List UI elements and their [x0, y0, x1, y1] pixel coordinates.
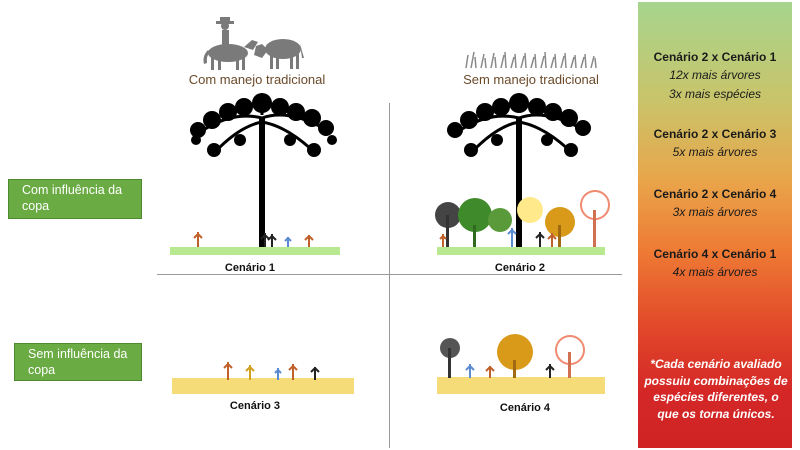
- column-label-traditional: Com manejo tradicional: [188, 72, 326, 87]
- comparison-block: Cenário 2 x Cenário 4 3x mais árvores: [638, 185, 792, 222]
- ground-strip: [437, 247, 605, 255]
- sapling-icon: [440, 334, 585, 378]
- ground-strip: [437, 377, 605, 394]
- sapling-icon: [435, 190, 610, 247]
- ground-strip: [172, 378, 354, 394]
- footnote: *Cada cenário avaliado possuiu combinaçõ…: [644, 357, 788, 421]
- sapling-icon: [223, 362, 320, 380]
- row-label-without-canopy: Sem influência da copa: [14, 343, 142, 381]
- ground-strip: [170, 247, 340, 255]
- comparison-block: Cenário 2 x Cenário 1 12x mais árvores 3…: [638, 48, 792, 104]
- comparison-detail: 3x mais árvores: [672, 205, 758, 219]
- comparison-title: Cenário 2 x Cenário 4: [653, 187, 777, 201]
- araucaria-tree-icon: [447, 93, 591, 252]
- column-label-no-traditional: Sem manejo tradicional: [463, 72, 599, 87]
- comparison-detail: 3x mais espécies: [668, 87, 762, 101]
- comparison-block: Cenário 2 x Cenário 3 5x mais árvores: [638, 125, 792, 162]
- comparison-title: Cenário 2 x Cenário 1: [653, 50, 777, 64]
- comparison-detail: 5x mais árvores: [672, 145, 758, 159]
- comparison-detail: 4x mais árvores: [672, 265, 758, 279]
- scenario-2-label: Cenário 2: [494, 262, 546, 274]
- row-label-with-canopy: Com influência da copa: [8, 179, 142, 219]
- araucaria-tree-icon: [190, 93, 337, 252]
- cow-icon: [254, 39, 304, 69]
- scenario-1-label: Cenário 1: [224, 262, 276, 274]
- scenario-4-label: Cenário 4: [499, 402, 551, 414]
- comparison-detail: 12x mais árvores: [669, 68, 761, 82]
- grass-icon: [465, 51, 597, 69]
- comparison-title: Cenário 2 x Cenário 3: [653, 127, 777, 141]
- vertical-divider: [389, 103, 390, 448]
- comparison-panel: Cenário 2 x Cenário 1 12x mais árvores 3…: [638, 2, 792, 448]
- comparison-title: Cenário 4 x Cenário 1: [653, 247, 777, 261]
- comparison-block: Cenário 4 x Cenário 1 4x mais árvores: [638, 245, 792, 282]
- cowboy-horse-icon: [203, 17, 258, 70]
- scenario-3-label: Cenário 3: [229, 400, 281, 412]
- sapling-icon: [193, 232, 314, 247]
